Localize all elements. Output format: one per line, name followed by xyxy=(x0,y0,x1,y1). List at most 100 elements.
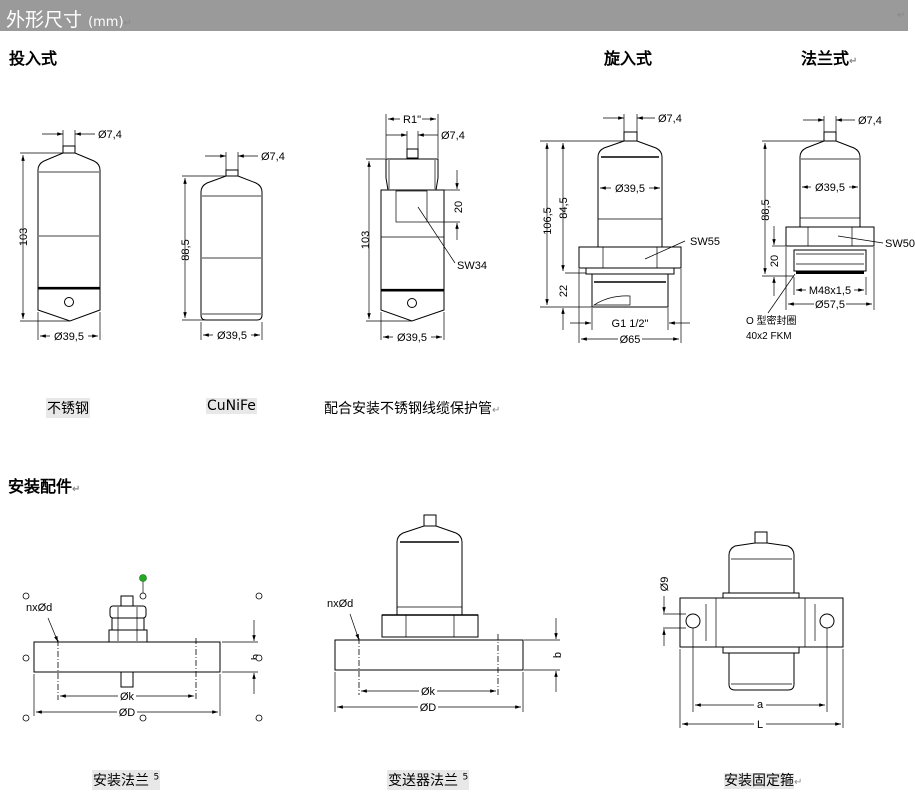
paragraph-mark: ↵ xyxy=(897,10,906,21)
hex-nut xyxy=(785,226,875,247)
flange-plate xyxy=(334,639,524,671)
dim-k: Øk xyxy=(421,686,436,698)
clamp-collar xyxy=(722,646,800,654)
cable-stub xyxy=(406,148,419,159)
resize-handle-sw[interactable] xyxy=(22,714,30,722)
cable-stub xyxy=(754,531,768,544)
label-hex: SW34 xyxy=(457,260,487,272)
dim-height: 103 xyxy=(360,231,372,249)
resize-handle-se[interactable] xyxy=(255,714,263,722)
dim-total-height: 106,5 xyxy=(542,207,554,235)
dim-hole: Ø9 xyxy=(659,577,671,592)
dim-body-diameter: Ø39,5 xyxy=(397,332,427,344)
o-ring xyxy=(796,271,864,274)
paragraph-mark: ↵ xyxy=(849,56,858,67)
dim-thread: R1" xyxy=(403,114,421,126)
leader-line xyxy=(47,617,59,643)
caption-acc-clamp: 安装固定箍↵ xyxy=(724,770,802,790)
caption-tube-text: 配合安装不锈钢线缆保护管 xyxy=(324,401,492,417)
gland-nut xyxy=(111,617,145,631)
paragraph-mark: ↵ xyxy=(123,18,132,29)
dim-L: L xyxy=(757,719,763,731)
section-flange: 法兰式↵ xyxy=(801,45,857,69)
dim-k: Øk xyxy=(120,691,135,703)
dim-body-height: 84,5 xyxy=(558,197,570,218)
cable-stub xyxy=(120,671,134,688)
dim-height: 88,5 xyxy=(180,239,192,260)
dim-thread-height: 20 xyxy=(769,255,781,267)
section-submersible: 投入式 xyxy=(9,49,58,68)
header-title-text: 外形尺寸 xyxy=(6,9,83,31)
resize-handle-s[interactable] xyxy=(139,714,147,722)
caption-acc-flange: 安装法兰 5 xyxy=(92,770,161,790)
footnote-ref: 5 xyxy=(153,772,160,783)
section-screw-in: 旋入式 xyxy=(604,49,653,68)
caption-acc-clamp-text: 安装固定箍 xyxy=(724,773,794,789)
gland-nut xyxy=(109,605,147,619)
caption-acc-trans-flange-text: 变送器法兰 xyxy=(388,773,458,789)
drawing-flange: SW50 88,5 20 Ø7,4 Ø39,5 M48x1,5 Ø57,5 O … xyxy=(746,115,915,342)
dim-thread-height: 22 xyxy=(558,285,570,297)
label-holes: nxØd xyxy=(26,602,52,614)
label-hex: SW55 xyxy=(690,236,720,248)
drawing-submersible-cunife: 88,5 Ø7,4 Ø39,5 xyxy=(180,151,285,342)
leader-line xyxy=(417,206,456,264)
rotate-handle[interactable] xyxy=(139,574,147,582)
header-title: 外形尺寸 (mm)↵ xyxy=(6,5,132,32)
resize-handle-ne[interactable] xyxy=(255,592,263,600)
dim-height: 103 xyxy=(18,228,30,246)
dim-top-diameter: Ø7,4 xyxy=(441,130,465,142)
thread-section xyxy=(591,273,669,308)
cable-stub xyxy=(823,131,837,142)
dim-body-diameter: Ø39,5 xyxy=(54,331,84,343)
leader-line xyxy=(349,613,360,641)
paragraph-mark: ↵ xyxy=(794,777,803,788)
flange-plate xyxy=(33,641,221,673)
drawing-acc-clamp: Ø9 a L xyxy=(659,531,844,731)
cable-stub xyxy=(423,514,437,527)
dim-thread-size: M48x1,5 xyxy=(809,285,851,297)
hex-flat xyxy=(395,190,428,223)
dim-top-diameter: Ø7,4 xyxy=(261,151,285,163)
dim-hex-height: 20 xyxy=(453,201,465,213)
resize-handle-e[interactable] xyxy=(255,654,263,662)
dim-top-diameter: Ø7,4 xyxy=(98,129,122,141)
caption-acc-flange-text: 安装法兰 xyxy=(93,773,149,789)
mounting-hole-icon xyxy=(819,613,835,629)
label-holes: nxØd xyxy=(327,598,353,610)
dim-a: a xyxy=(757,699,764,711)
drawing-acc-trans-flange: nxØd b Øk ØD xyxy=(327,514,564,714)
caption-steel: 不锈钢 xyxy=(46,398,90,418)
drawing-submersible-tube: SW34 103 20 R1" Ø7,4 Ø39,5 xyxy=(360,113,487,344)
sensor-lower xyxy=(728,652,795,691)
cable-stub xyxy=(120,595,134,607)
cable-stub xyxy=(62,145,76,154)
resize-handle-w[interactable] xyxy=(22,654,30,662)
drawing-acc-flange[interactable]: nxØd b Øk ØD xyxy=(22,574,263,722)
sensor-body xyxy=(200,175,263,321)
dim-top-diameter: Ø7,4 xyxy=(858,115,882,127)
resize-handle-n[interactable] xyxy=(139,592,147,600)
sensor-body xyxy=(396,525,463,616)
sensor-body xyxy=(728,542,795,594)
dim-hex-diameter: Ø57,5 xyxy=(815,299,845,311)
dim-body-diameter: Ø39,5 xyxy=(615,183,645,195)
drawing-screw-in: SW55 106,5 84,5 22 Ø7,4 Ø39,5 G1 1/2" Ø6… xyxy=(540,113,720,346)
dim-b: b xyxy=(552,652,564,658)
sensor-body xyxy=(37,152,101,289)
leader-line xyxy=(644,240,686,260)
hex-nut xyxy=(578,246,682,269)
dim-height: 88,5 xyxy=(760,199,772,220)
label-oring: O 型密封圈 xyxy=(746,314,797,327)
cable-stub xyxy=(225,169,239,177)
vent-hole-icon xyxy=(407,298,417,308)
dim-body-diameter: Ø39,5 xyxy=(815,182,845,194)
gland-nut xyxy=(108,629,148,643)
cable-stub xyxy=(623,131,638,142)
sensor-body xyxy=(380,189,445,291)
paragraph-mark: ↵ xyxy=(72,484,81,495)
resize-handle-nw[interactable] xyxy=(22,592,30,600)
section-header-bar: 外形尺寸 (mm)↵ xyxy=(0,0,908,31)
seal-section xyxy=(592,295,631,306)
